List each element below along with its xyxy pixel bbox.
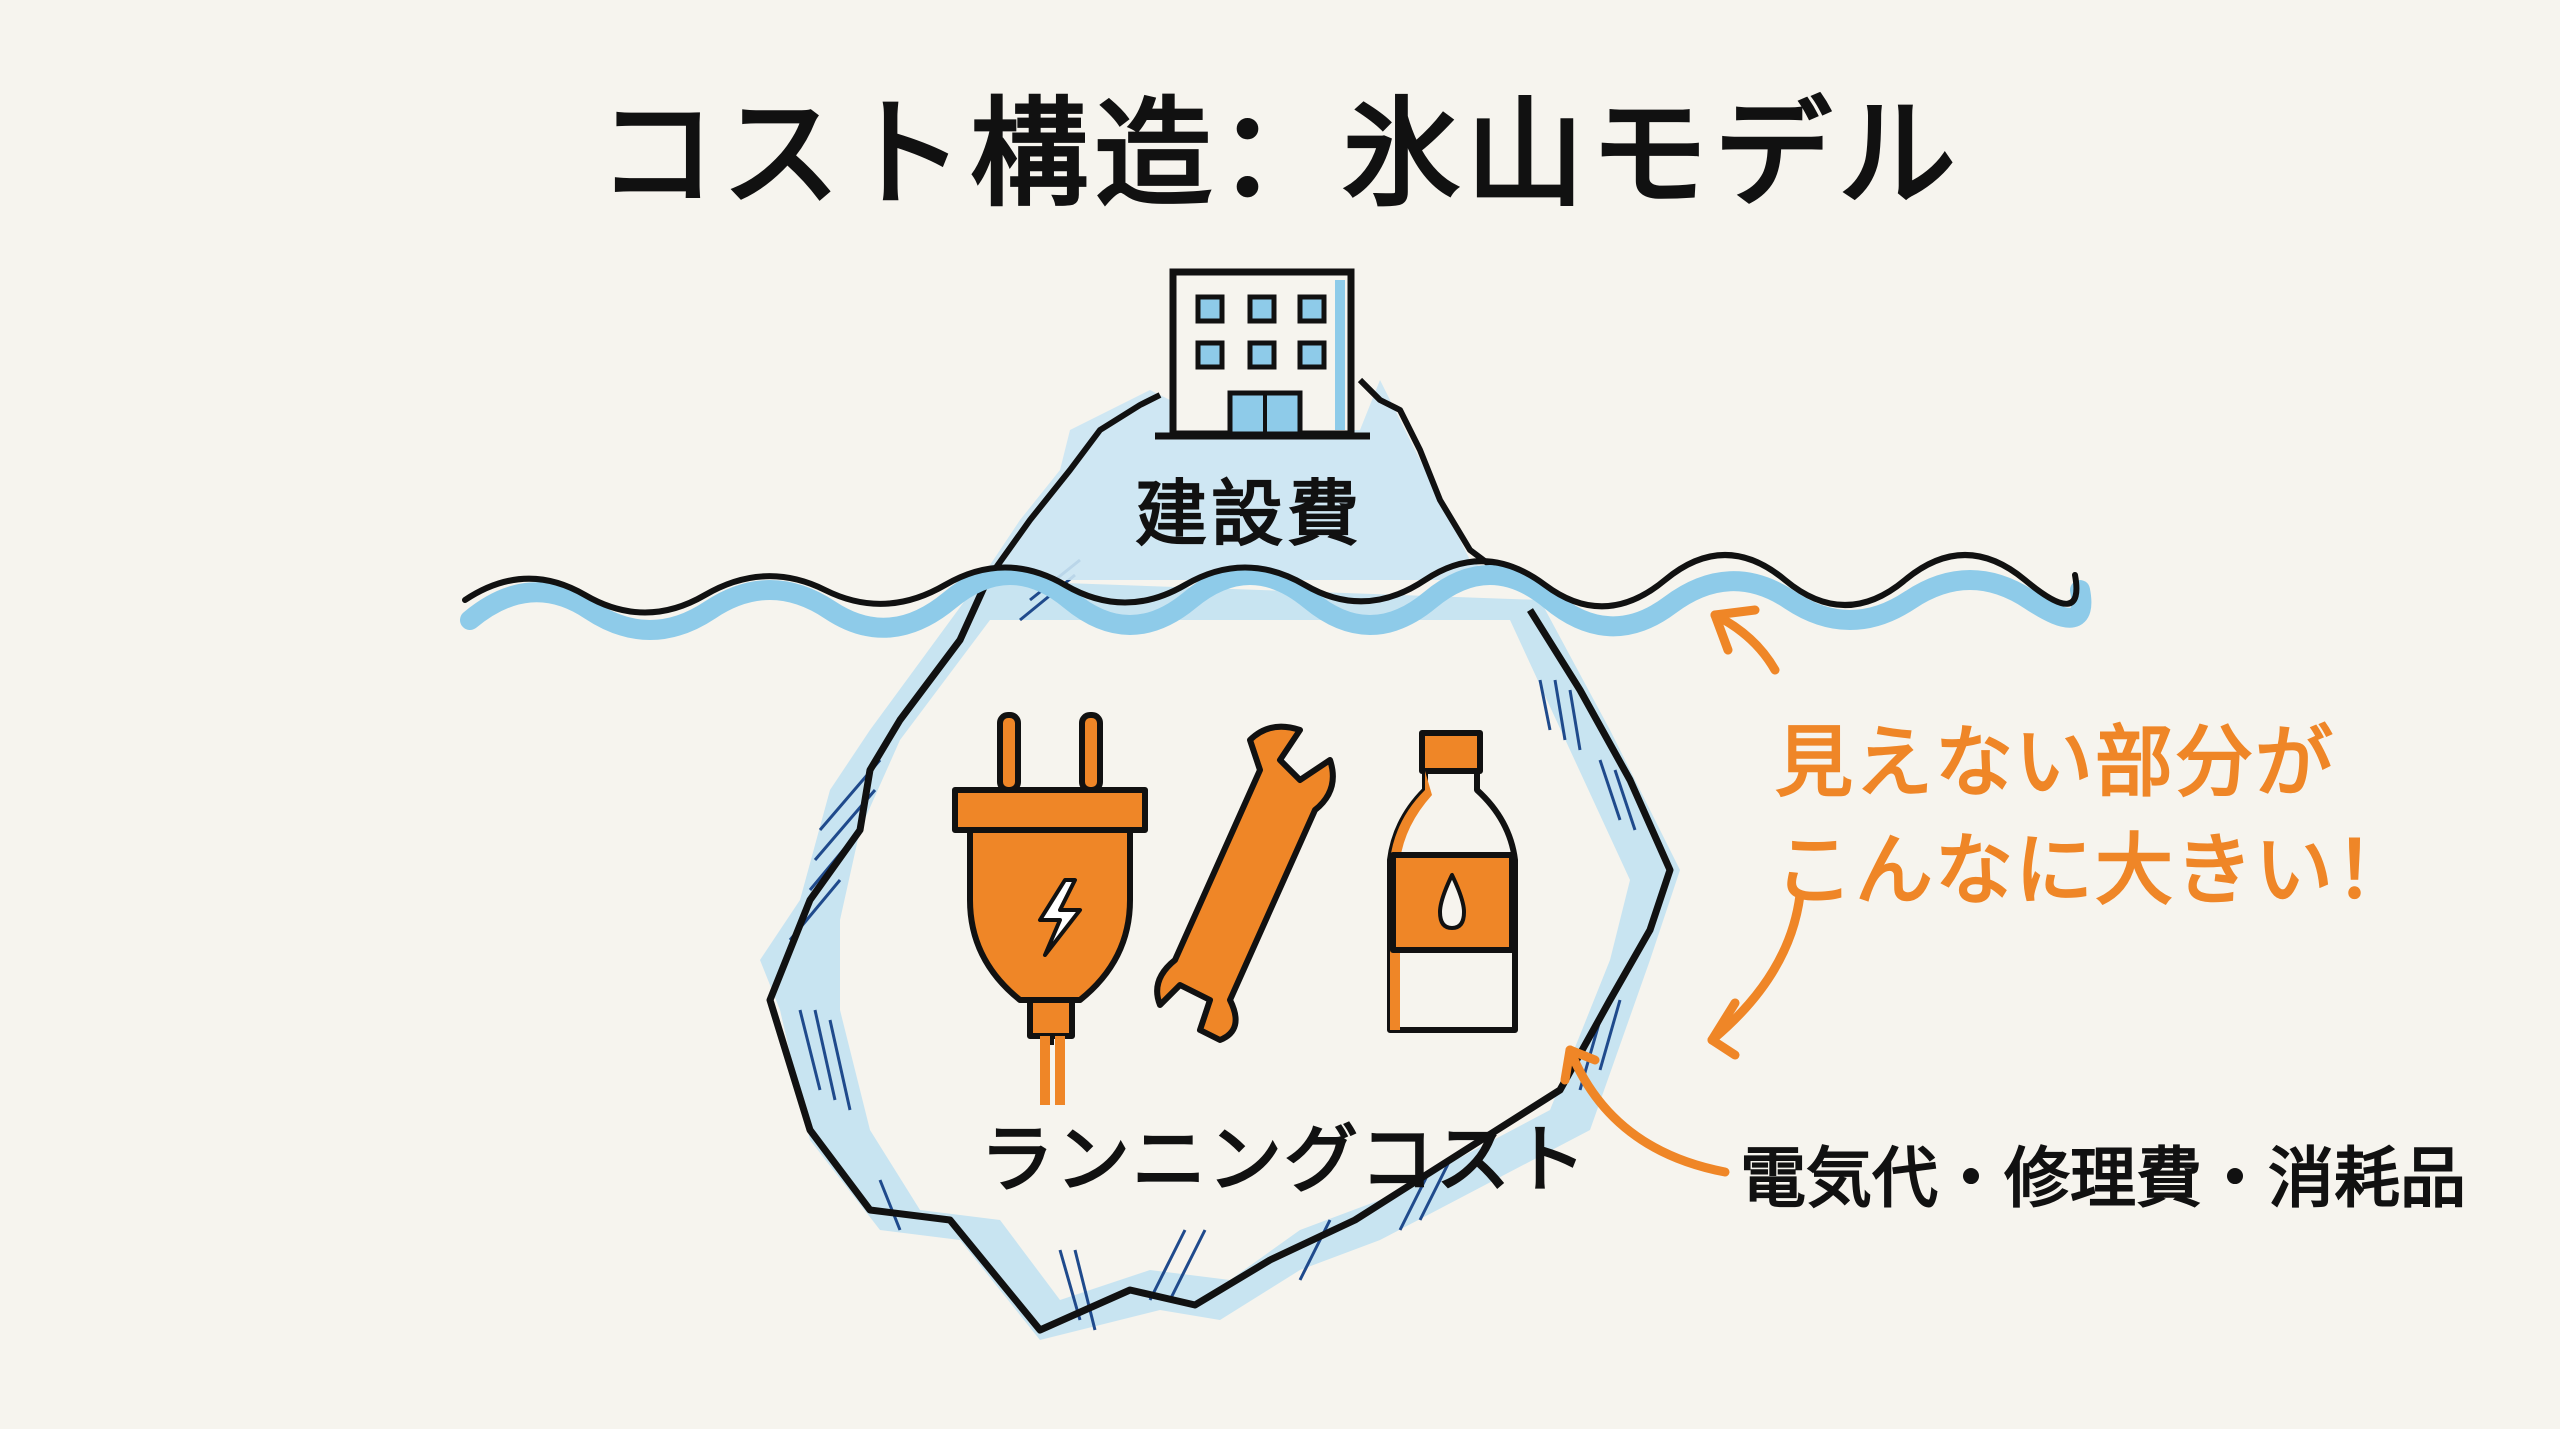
water-line (462, 552, 2080, 616)
hatch-lines-right (1298, 679, 1637, 1281)
callout-arrows (1560, 605, 1805, 1177)
iceberg-tip-outline (977, 377, 1512, 592)
callout-line-1: 見えない部分が (1775, 718, 2336, 808)
callout-line-2: こんなに大きい！ (1775, 826, 2416, 916)
bottle-icon (1387, 730, 1518, 1033)
arrow-down-head (1707, 998, 1740, 1060)
arrow-down (1707, 890, 1805, 1045)
page-title: コスト構造：氷山モデル (597, 85, 1962, 223)
building-icon (1155, 268, 1370, 440)
running-cost-items: 電気代・修理費・消耗品 (1740, 1140, 2466, 1217)
arrow-up (1710, 610, 1780, 675)
arrow-items (1565, 1045, 1730, 1177)
power-plug-icon (952, 712, 1148, 1105)
running-cost-label: ランニングコスト (980, 1117, 1588, 1203)
iceberg-tip-shading (980, 380, 1500, 580)
construction-cost-label: 建設費 (1135, 472, 1364, 556)
iceberg-underwater-outline (766, 583, 1674, 1334)
wrench-icon (1154, 723, 1336, 1043)
arrow-up-head (1710, 605, 1760, 655)
arrow-items-head (1560, 1045, 1600, 1085)
water-line-shading (460, 565, 2092, 640)
